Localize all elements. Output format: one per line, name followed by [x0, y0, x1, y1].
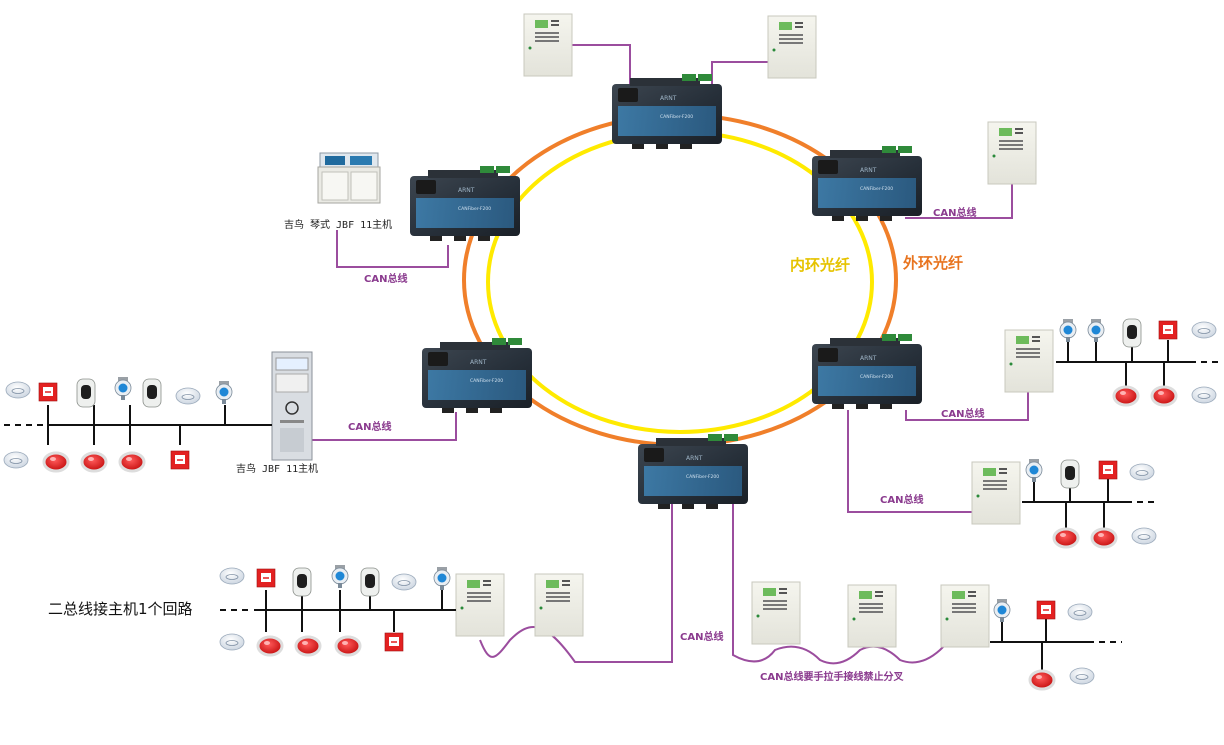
can-bus-label: CAN总线	[680, 630, 723, 643]
converter-left-upper	[410, 166, 520, 241]
host-tower-label: 吉鸟 JBF 11主机	[236, 462, 318, 475]
fire-panel	[1004, 329, 1054, 393]
outer-ring-label: 外环光纤	[902, 254, 963, 272]
can-bus-label: CAN总线	[364, 272, 407, 285]
can-bus-label: CAN总线	[348, 420, 391, 433]
fire-panel	[751, 581, 801, 645]
fire-panel	[971, 461, 1021, 525]
host-tower-image	[271, 351, 313, 461]
converter-bottom	[638, 434, 748, 509]
can-bus-label: CAN总线	[941, 407, 984, 420]
host-cabinet-image	[317, 152, 381, 204]
converter-left-lower	[422, 338, 532, 413]
fire-panel	[767, 15, 817, 79]
host-cabinet-label: 吉鸟 琴式 JBF 11主机	[284, 218, 392, 231]
fire-panel	[847, 584, 897, 648]
fire-panel	[534, 573, 584, 637]
fire-panel	[940, 584, 990, 648]
can-bus-label: CAN总线	[933, 206, 976, 219]
converter-top	[612, 74, 722, 149]
fire-panel	[987, 121, 1037, 185]
inner-ring-label: 内环光纤	[790, 256, 850, 274]
fire-panel	[455, 573, 505, 637]
can-wiring-note: CAN总线要手拉手接线禁止分叉	[760, 670, 904, 683]
two-bus-note: 二总线接主机1个回路	[48, 600, 193, 618]
converter-right-upper	[812, 146, 922, 221]
fire-panel	[523, 13, 573, 77]
converter-right-lower	[812, 334, 922, 409]
can-bus-label: CAN总线	[880, 493, 923, 506]
